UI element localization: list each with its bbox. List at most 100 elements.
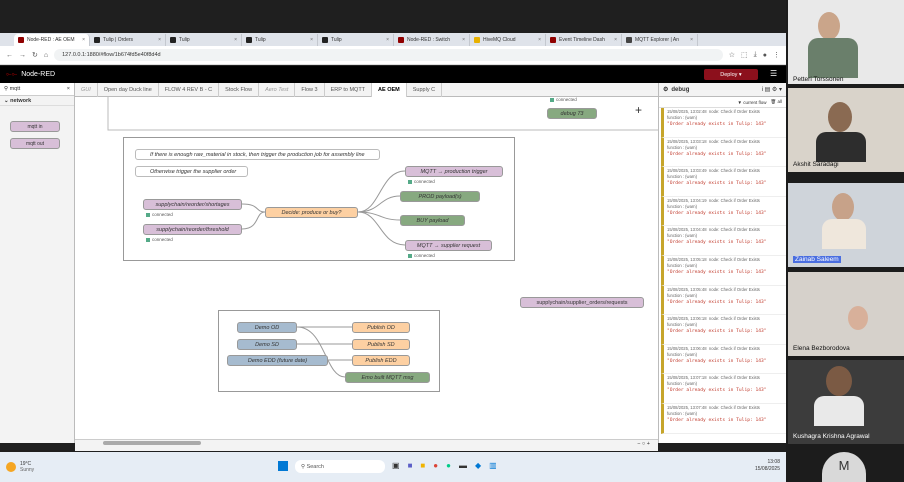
flow-group-demo[interactable] [218,310,440,392]
main-menu-icon[interactable]: ☰ [770,69,778,78]
debug-node-73[interactable]: debug 73 [547,108,597,119]
participant-tile-3[interactable]: Zainab Saleem [788,183,904,267]
debug-message[interactable]: 15/08/2025, 13:07:48 node: Check if Orde… [661,403,786,434]
browser-menu-icon[interactable]: ⋮ [773,52,780,59]
windows-start-icon[interactable] [278,461,288,471]
forward-icon[interactable]: → [19,51,26,59]
inject-demo-edd[interactable]: Demo EDD (future date) [227,355,328,366]
debug-message[interactable]: 15/08/2025, 13:05:18 node: Check if Orde… [661,255,786,286]
close-icon[interactable]: × [234,37,237,43]
extensions-icon[interactable]: ⬚ [741,52,748,59]
debug-message[interactable]: 15/08/2025, 13:03:49 node: Check if Orde… [661,167,786,197]
workspace-tab[interactable]: ERP to MQTT [325,83,373,97]
taskbar-search-input[interactable]: ⚲ Search [295,460,385,473]
function-decide[interactable]: Decide: produce or buy? [265,207,358,218]
mqtt-in-shortages[interactable]: supplychain/reorder/shortages [143,199,242,210]
workspace-tab[interactable]: Flow 3 [295,83,325,97]
close-icon[interactable]: × [82,37,85,43]
close-icon[interactable]: × [158,37,161,43]
debug-message[interactable]: 15/08/2025, 13:06:48 node: Check if Orde… [661,344,786,375]
participant-tile-5[interactable]: Kushagra Krishna Agrawal [788,360,904,444]
close-icon[interactable]: × [310,37,313,43]
taskbar-clock[interactable]: 13:08 15/08/2025 [755,459,780,473]
debug-message[interactable]: 15/08/2025, 13:04:19 node: Check if Orde… [661,196,786,227]
edge-icon[interactable]: ● [446,461,451,470]
teams-icon[interactable]: ■ [407,461,413,470]
comment-node-1[interactable]: If there is enough raw_material in stock… [135,149,380,160]
flow-group-supply[interactable] [123,137,515,261]
function-publish-od[interactable]: Publish OD [352,322,410,333]
reload-icon[interactable]: ↻ [32,52,38,59]
deploy-button[interactable]: Deploy ▾ [704,69,758,80]
close-icon[interactable]: × [386,37,389,43]
browser-tab[interactable]: Node-RED : AE OEM× [14,34,90,46]
participant-avatar[interactable]: M [822,452,866,482]
url-input[interactable]: 127.0.0.1:1880/#flow/1b674fd5e40f8d4d [54,49,723,61]
workspace-tab[interactable]: AE OEM [372,83,407,97]
browser-tab[interactable]: Tulip | Orders× [90,34,166,46]
vscode-icon[interactable]: ◆ [474,461,482,470]
browser-tab[interactable]: MQTT Explorer | An× [622,34,698,46]
close-icon[interactable]: × [538,37,541,43]
function-publish-sd[interactable]: Publish SD [352,339,410,350]
close-icon[interactable]: × [614,37,617,43]
zoom-controls-icon[interactable]: − ○ + [637,441,650,447]
filter-dropdown[interactable]: ▼ current flow [737,99,767,105]
workspace-tab[interactable]: Stock Flow [219,83,260,97]
participant-tile-4[interactable]: Elena Bezborodova [788,272,904,356]
flow-canvas[interactable]: connected debug 73 If there is enough ra… [75,97,658,439]
sidebar-tabs-icon[interactable]: i ▤ ⚙ ▾ [761,87,782,93]
debug-message[interactable]: 15/08/2025, 13:04:48 node: Check if Orde… [661,226,786,256]
debug-message[interactable]: 15/08/2025, 13:07:18 node: Check if Orde… [661,374,786,404]
taskview-icon[interactable]: ▣ [392,461,400,470]
weather-widget[interactable]: 19°C Sunny [20,461,34,473]
debug-message[interactable]: 15/08/2025, 13:02:48 node: Check if Orde… [661,108,786,138]
browser-tab[interactable]: Tulip× [318,34,394,46]
workspace-tab[interactable]: Aero Test [259,83,296,97]
workspace-tab[interactable]: FLOW 4 REV B - C [159,83,220,97]
mqtt-in-threshold[interactable]: supplychain/reorder/threshold [143,224,242,235]
chrome-icon[interactable]: ● [433,461,439,470]
inject-demo-sd[interactable]: Demo SD [237,339,297,350]
weather-temp: 19°C [20,461,32,467]
app-icon[interactable]: ▥ [489,461,497,470]
comment-node-2[interactable]: Otherwise trigger the supplier order [135,166,248,177]
debug-message[interactable]: 15/08/2025, 13:03:18 node: Check if Orde… [661,137,786,168]
horizontal-scrollbar[interactable] [103,441,201,445]
palette-search-input[interactable]: ⚲ mqtt× [0,83,74,96]
palette-node-mqtt-out[interactable]: mqtt out [10,138,60,149]
close-icon[interactable]: × [690,37,693,43]
mqtt-out-supplier[interactable]: MQTT → supplier request [405,240,492,251]
home-icon[interactable]: ⌂ [43,51,49,59]
browser-tab[interactable]: Event Timeline Dash× [546,34,622,46]
inject-demo-od[interactable]: Demo OD [237,322,297,333]
download-icon[interactable]: ⤓ [753,51,757,58]
clear-dropdown[interactable]: 🗑 all [770,99,782,104]
debug-buy-payload[interactable]: BUY payload [400,215,465,226]
terminal-icon[interactable]: ▬ [458,461,467,470]
profile-icon[interactable]: ● [762,51,767,59]
browser-tab[interactable]: Tulip× [166,34,242,46]
debug-emo-built[interactable]: Emo built MQTT msg [345,372,430,383]
debug-message[interactable]: 15/08/2025, 13:06:18 node: Check if Orde… [661,315,786,345]
workspace-tab[interactable]: GUI [75,83,98,97]
close-icon[interactable]: × [462,37,465,43]
mqtt-supplier-requests[interactable]: supplychain/supplier_orders/requests [520,297,644,308]
palette-category-network[interactable]: ⌄ network [0,96,74,106]
browser-tab[interactable]: HiveMQ Cloud× [470,34,546,46]
mqtt-out-production[interactable]: MQTT → production trigger [405,166,503,177]
workspace-tab[interactable]: Supply C [407,83,443,97]
clear-search-icon[interactable]: × [66,86,70,92]
debug-prod-payload[interactable]: PROD payload(s) [400,191,480,202]
workspace-tab[interactable]: Open day Duck line [98,83,159,97]
browser-tab[interactable]: Node-RED : Switch× [394,34,470,46]
folder-icon[interactable]: ■ [420,461,426,470]
participant-tile-2[interactable]: Akshit Saradagi [788,88,904,172]
browser-tab[interactable]: Tulip× [242,34,318,46]
function-publish-edd[interactable]: Publish EDD [352,355,410,366]
palette-node-mqtt-in[interactable]: mqtt in [10,121,60,132]
debug-message[interactable]: 15/08/2025, 13:05:48 node: Check if Orde… [661,285,786,316]
back-icon[interactable]: ← [6,51,13,59]
bookmark-star-icon[interactable]: ☆ [728,52,736,59]
participant-tile-1[interactable]: Petteri Torssonen [788,0,904,84]
